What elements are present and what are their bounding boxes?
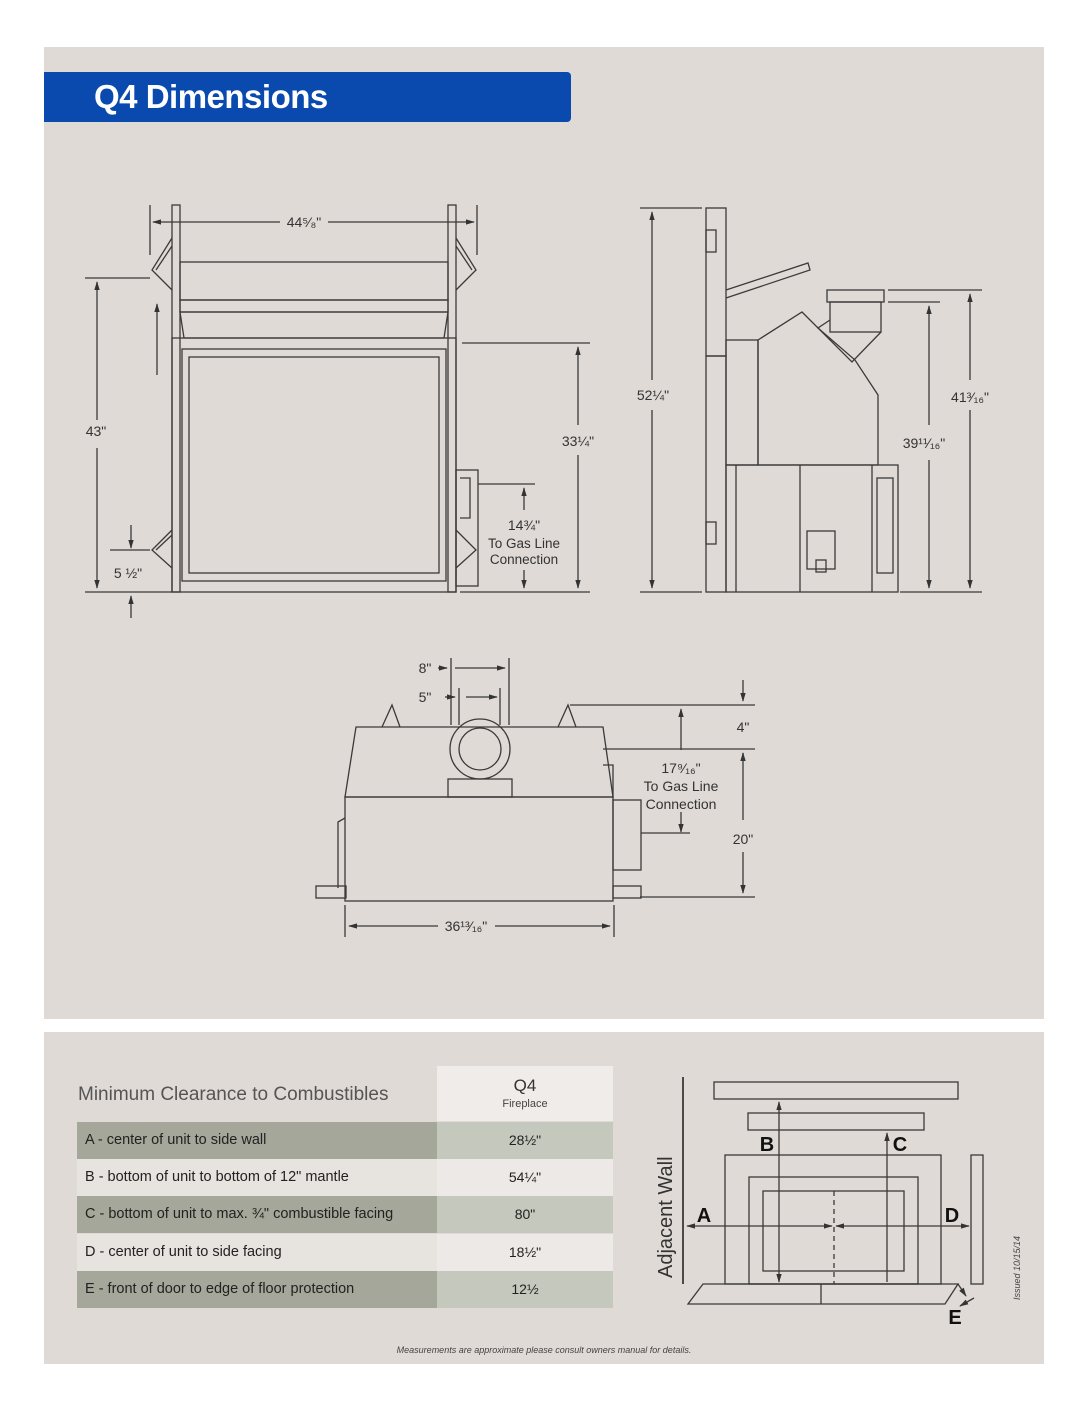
label-c: C — [893, 1134, 907, 1156]
row-value: 80" — [437, 1196, 613, 1233]
clearance-table-title: Minimum Clearance to Combustibles — [78, 1084, 389, 1105]
top-gas-label-2: Connection — [646, 796, 717, 812]
top-offset-label: 4" — [737, 719, 750, 735]
table-row: A - center of unit to side wall 28½" — [77, 1122, 613, 1159]
side-dimension-lines — [640, 207, 982, 593]
side-total-height-label: 52¼" — [637, 387, 669, 403]
page-title: Q4 Dimensions — [94, 78, 328, 115]
top-depth-label: 20" — [733, 831, 754, 847]
row-value: 28½" — [437, 1122, 613, 1159]
clearance-table-header: Q4 Fireplace — [437, 1066, 613, 1121]
model-name: Q4 — [513, 1076, 537, 1095]
clearance-diagram — [682, 1077, 984, 1307]
front-gas-label-2: Connection — [490, 552, 558, 567]
top-gas-depth-label: 17⁹⁄₁₆" — [661, 760, 700, 776]
side-view-drawing — [705, 207, 899, 593]
table-row: E - front of door to edge of floor prote… — [77, 1271, 613, 1308]
issued-date: Issued 10/15/14 — [1012, 1235, 1022, 1300]
label-b: B — [760, 1134, 774, 1156]
title-bar: Q4 Dimensions — [44, 72, 571, 122]
row-label: E - front of door to edge of floor prote… — [77, 1271, 437, 1308]
row-value: 12½ — [437, 1271, 613, 1308]
front-gas-height-label: 14¾" — [508, 517, 540, 533]
adjacent-wall-label: Adjacent Wall — [655, 1156, 677, 1278]
top-vent-outer-label: 8" — [419, 660, 432, 676]
top-width-label: 36¹³⁄₁₆" — [445, 918, 488, 934]
footnote: Measurements are approximate please cons… — [396, 1345, 692, 1355]
row-value: 18½" — [437, 1234, 613, 1271]
row-label: D - center of unit to side facing — [77, 1234, 437, 1271]
table-row: C - bottom of unit to max. ¾" combustibl… — [77, 1196, 613, 1233]
top-vent-inner-label: 5" — [419, 689, 432, 705]
label-a: A — [697, 1205, 711, 1227]
front-height-label: 43" — [86, 423, 107, 439]
front-width-label: 44⁵⁄₈" — [287, 214, 322, 230]
top-dimension-lines — [344, 658, 755, 937]
front-dimension-lines — [85, 205, 590, 618]
front-gas-label-1: To Gas Line — [488, 536, 560, 551]
table-row: D - center of unit to side facing 18½" — [77, 1234, 613, 1271]
front-top-height-label: 33¼" — [562, 433, 594, 449]
label-e: E — [948, 1307, 961, 1329]
row-label: A - center of unit to side wall — [77, 1122, 437, 1159]
model-subtitle: Fireplace — [502, 1098, 548, 1110]
side-vent-height-label: 41³⁄₁₆" — [951, 389, 989, 405]
side-vent-center-label: 39¹¹⁄₁₆" — [903, 435, 946, 451]
row-label: B - bottom of unit to bottom of 12" mant… — [77, 1159, 437, 1196]
top-view-drawing — [315, 703, 642, 902]
row-label: C - bottom of unit to max. ¾" combustibl… — [77, 1196, 437, 1233]
table-row: B - bottom of unit to bottom of 12" mant… — [77, 1159, 613, 1196]
row-value: 54¼" — [437, 1159, 613, 1196]
front-view-drawing — [151, 204, 479, 593]
label-d: D — [945, 1205, 959, 1227]
front-base-height-label: 5 ½" — [114, 565, 142, 581]
top-gas-label-1: To Gas Line — [644, 778, 719, 794]
